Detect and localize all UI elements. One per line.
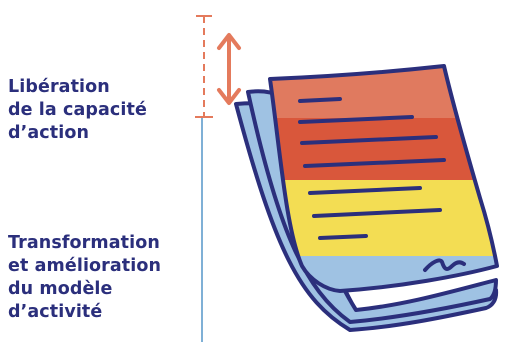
label-release-line-2: de la capacité bbox=[8, 100, 147, 120]
label-transformation-line-3: du modèle bbox=[8, 279, 113, 299]
label-transformation: Transformation et amélioration du modèle… bbox=[8, 232, 161, 324]
band-top bbox=[270, 66, 497, 118]
label-release-line-3: d’action bbox=[8, 123, 90, 143]
sheet-front bbox=[268, 64, 499, 293]
label-release-line-1: Libération bbox=[8, 77, 110, 97]
band-yellow bbox=[270, 180, 497, 256]
label-transformation-line-2: et amélioration bbox=[8, 256, 162, 276]
document-text-lines bbox=[298, 97, 446, 240]
dashed-bracket bbox=[195, 15, 213, 118]
signature-icon bbox=[423, 258, 466, 272]
label-transformation-line-1: Transformation bbox=[8, 233, 160, 253]
double-arrow-icon bbox=[217, 33, 241, 105]
document-stack-icon bbox=[234, 64, 499, 332]
band-red bbox=[270, 118, 497, 180]
label-transformation-line-4: d’activité bbox=[8, 302, 103, 322]
label-release-capacity: Libération de la capacité d’action bbox=[8, 76, 147, 145]
